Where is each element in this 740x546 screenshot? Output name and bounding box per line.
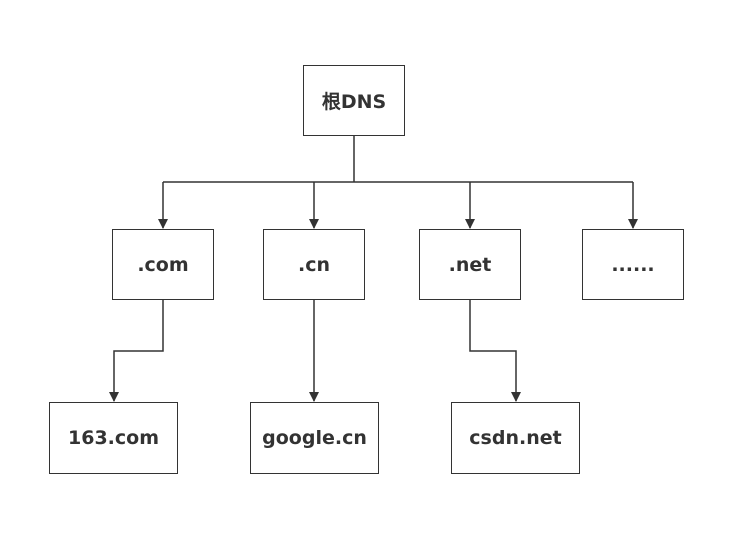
node-domain-google: google.cn	[250, 402, 379, 474]
node-root-dns-label: 根DNS	[321, 91, 387, 113]
node-domain-csdn: csdn.net	[451, 402, 580, 474]
node-tld-net: .net	[419, 229, 521, 300]
node-tld-com: .com	[112, 229, 214, 300]
node-domain-163: 163.com	[49, 402, 178, 474]
node-tld-more-label: ......	[611, 253, 655, 276]
node-domain-163-label: 163.com	[68, 427, 159, 449]
node-tld-cn: .cn	[263, 229, 365, 300]
node-domain-csdn-label: csdn.net	[469, 427, 562, 449]
node-tld-net-label: .net	[448, 253, 492, 276]
node-tld-cn-label: .cn	[297, 253, 330, 276]
arrow-com-to-163	[109, 300, 164, 402]
node-root-dns: 根DNS	[303, 65, 405, 136]
node-tld-more: ......	[582, 229, 684, 300]
node-domain-google-label: google.cn	[262, 427, 367, 449]
arrow-net-to-csdn	[469, 300, 521, 402]
node-tld-com-label: .com	[137, 253, 189, 276]
